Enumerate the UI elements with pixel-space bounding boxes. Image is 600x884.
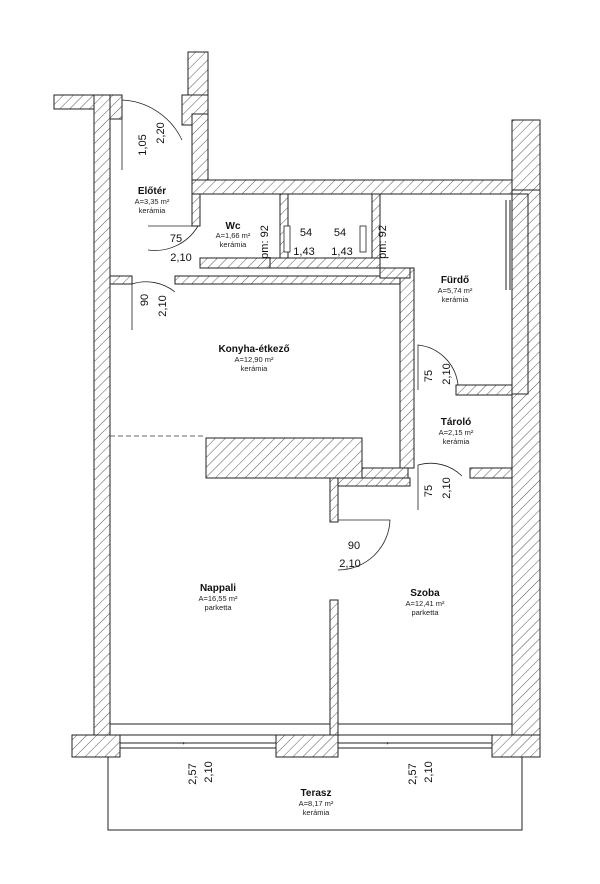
wall — [275, 734, 339, 758]
svg-text:A=12,90 m²: A=12,90 m² — [235, 355, 274, 364]
svg-text:54: 54 — [334, 227, 346, 239]
wall — [329, 477, 339, 523]
svg-text:Előtér: Előtér — [138, 186, 166, 197]
wall — [53, 94, 95, 110]
svg-text:2,10: 2,10 — [203, 761, 215, 782]
svg-text:1,05: 1,05 — [137, 134, 149, 155]
vent-shaft — [283, 225, 291, 253]
wall — [109, 94, 123, 120]
svg-text:1,43: 1,43 — [293, 246, 314, 258]
svg-text:2,57: 2,57 — [187, 763, 199, 784]
vent-shaft — [359, 225, 367, 253]
wall — [329, 599, 339, 736]
svg-text:kerámia: kerámia — [241, 364, 269, 373]
svg-text:Tároló: Tároló — [441, 417, 472, 428]
arrow-right-icon: → — [176, 736, 187, 748]
svg-text:kerámia: kerámia — [443, 437, 471, 446]
svg-text:Fürdő: Fürdő — [441, 275, 469, 286]
svg-text:2,10: 2,10 — [170, 252, 191, 264]
wall — [455, 384, 513, 396]
svg-text:Wc: Wc — [226, 221, 241, 232]
wall — [469, 467, 513, 479]
svg-text:kerámia: kerámia — [220, 240, 248, 249]
room-konyha: Konyha-étkező A=12,90 m² kerámia — [218, 344, 289, 373]
wall — [269, 257, 381, 269]
kitchen-counter — [205, 437, 363, 479]
room-elotar: Előtér A=3,35 m² kerámia — [135, 186, 170, 215]
svg-text:75: 75 — [423, 485, 435, 497]
wall — [491, 734, 541, 758]
svg-text:2,10: 2,10 — [441, 363, 453, 384]
svg-text:2,20: 2,20 — [155, 122, 167, 143]
svg-text:parketta: parketta — [411, 608, 439, 617]
wall — [361, 467, 409, 479]
interior-lines — [107, 119, 523, 831]
svg-text:kerámia: kerámia — [303, 808, 331, 817]
svg-text:pm: 92: pm: 92 — [377, 225, 389, 259]
svg-text:75: 75 — [170, 233, 182, 245]
wall — [511, 119, 541, 191]
svg-text:2,10: 2,10 — [441, 477, 453, 498]
svg-text:pm: 92: pm: 92 — [259, 225, 271, 259]
wall — [337, 477, 411, 487]
svg-text:2,10: 2,10 — [339, 558, 360, 570]
wall — [399, 267, 415, 469]
wall — [191, 193, 201, 227]
wall — [379, 267, 411, 279]
svg-text:A=12,41 m²: A=12,41 m² — [406, 599, 445, 608]
svg-text:Terasz: Terasz — [301, 788, 332, 799]
svg-text:2,10: 2,10 — [157, 295, 169, 316]
room-wc: Wc A=1,66 m² kerámia — [216, 221, 251, 249]
arrow-right-icon: → — [380, 736, 391, 748]
svg-text:Konyha-étkező: Konyha-étkező — [218, 344, 289, 355]
svg-text:A=3,35 m²: A=3,35 m² — [135, 197, 170, 206]
wall — [174, 275, 408, 285]
svg-text:54: 54 — [300, 227, 312, 239]
wall — [191, 179, 513, 195]
svg-text:1,43: 1,43 — [331, 246, 352, 258]
walls — [53, 51, 541, 758]
svg-text:A=1,66 m²: A=1,66 m² — [216, 231, 251, 240]
svg-text:Szoba: Szoba — [410, 588, 440, 599]
room-nappali: Nappali A=16,55 m² parketta — [199, 583, 238, 612]
wall — [109, 275, 133, 285]
svg-text:kerámia: kerámia — [442, 295, 470, 304]
door-swings — [121, 99, 463, 571]
svg-text:2,10: 2,10 — [423, 761, 435, 782]
svg-text:A=16,55 m²: A=16,55 m² — [199, 594, 238, 603]
svg-text:A=2,15 m²: A=2,15 m² — [439, 428, 474, 437]
svg-text:2,57: 2,57 — [407, 763, 419, 784]
room-szoba: Szoba A=12,41 m² parketta — [406, 588, 445, 617]
wall — [93, 94, 111, 736]
room-terasz: Terasz A=8,17 m² kerámia — [299, 788, 334, 817]
wall — [71, 734, 121, 758]
svg-text:90: 90 — [348, 540, 360, 552]
room-furdo: Fürdő A=5,74 m² kerámia — [438, 275, 473, 304]
wall — [199, 257, 271, 269]
dimensions: 1,05 2,20 75 2,10 pm: 92 54 1,43 54 1,43… — [137, 122, 453, 784]
svg-text:parketta: parketta — [204, 603, 232, 612]
svg-text:kerámia: kerámia — [139, 206, 167, 215]
svg-text:90: 90 — [139, 294, 151, 306]
wall — [511, 193, 529, 395]
svg-text:A=8,17 m²: A=8,17 m² — [299, 799, 334, 808]
svg-text:75: 75 — [423, 370, 435, 382]
room-tarolo: Tároló A=2,15 m² kerámia — [439, 417, 474, 446]
svg-text:Nappali: Nappali — [200, 583, 236, 594]
svg-text:A=5,74 m²: A=5,74 m² — [438, 286, 473, 295]
